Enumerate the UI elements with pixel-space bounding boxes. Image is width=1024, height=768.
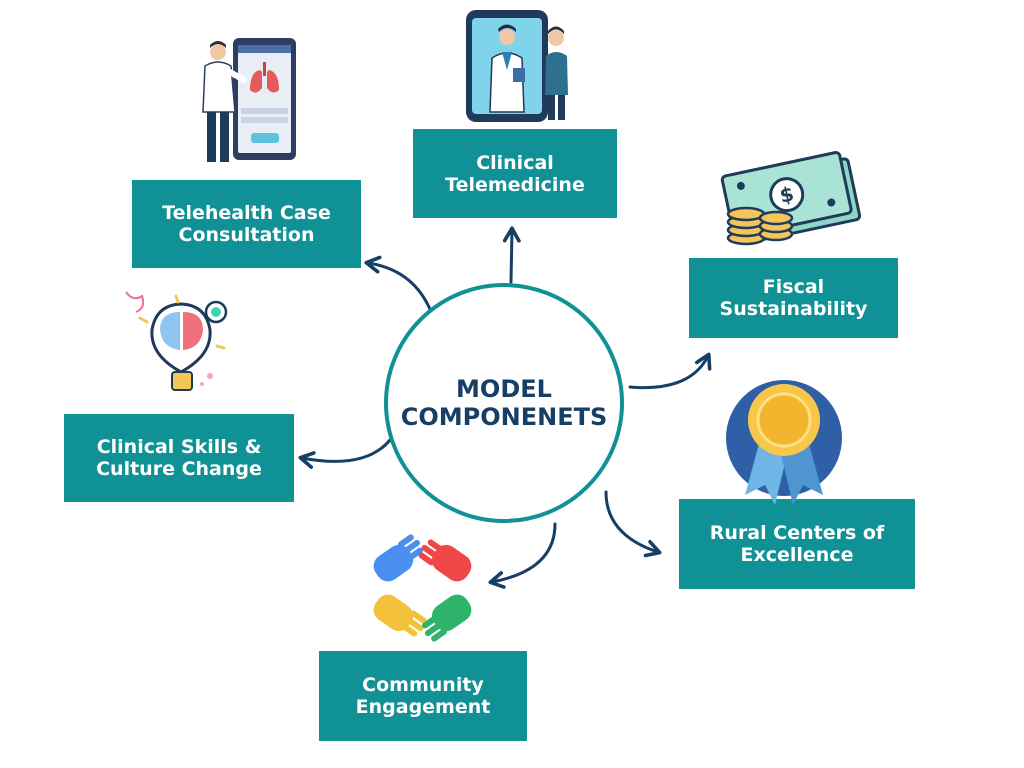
box-label-line2: Sustainability bbox=[719, 298, 868, 320]
box-label-line2: Culture Change bbox=[96, 458, 262, 480]
box-label-line2: Consultation bbox=[178, 224, 315, 246]
box-label-line1: Fiscal bbox=[762, 276, 825, 298]
box-label-line1: Clinical bbox=[476, 151, 554, 174]
box-label-line1: Clinical Skills & bbox=[96, 436, 262, 458]
box-community-engagement: Community Engagement bbox=[319, 651, 527, 741]
box-rural-centers-of-excellence: Rural Centers of Excellence bbox=[679, 499, 915, 589]
arrow-to-case-consultation bbox=[364, 255, 434, 316]
arrow-to-fiscal bbox=[628, 352, 712, 390]
box-fiscal-sustainability: Fiscal Sustainability bbox=[689, 258, 898, 338]
box-label-line2: Telemedicine bbox=[445, 173, 585, 196]
box-label-line2: Engagement bbox=[355, 696, 491, 718]
box-label-line1: Rural Centers of bbox=[709, 522, 885, 544]
box-label-line1: Community bbox=[362, 674, 484, 696]
center-title-line2: COMPONENETS bbox=[400, 403, 608, 431]
svg-text:$: $ bbox=[777, 181, 796, 207]
box-clinical-telemedicine: Clinical Telemedicine bbox=[413, 129, 617, 218]
box-label-line1: Telehealth Case bbox=[162, 202, 331, 224]
box-telehealth-case-consultation: Telehealth Case Consultation bbox=[132, 180, 361, 268]
box-clinical-skills-culture-change: Clinical Skills & Culture Change bbox=[64, 414, 294, 502]
arrow-to-rural bbox=[604, 490, 662, 558]
box-label-line2: Excellence bbox=[740, 544, 854, 566]
center-circle: MODEL COMPONENETS bbox=[384, 283, 624, 523]
arrow-to-community bbox=[488, 522, 557, 589]
arrow-to-telemedicine bbox=[502, 226, 521, 284]
center-title-line1: MODEL bbox=[456, 375, 552, 403]
arrow-to-skills bbox=[298, 438, 392, 469]
